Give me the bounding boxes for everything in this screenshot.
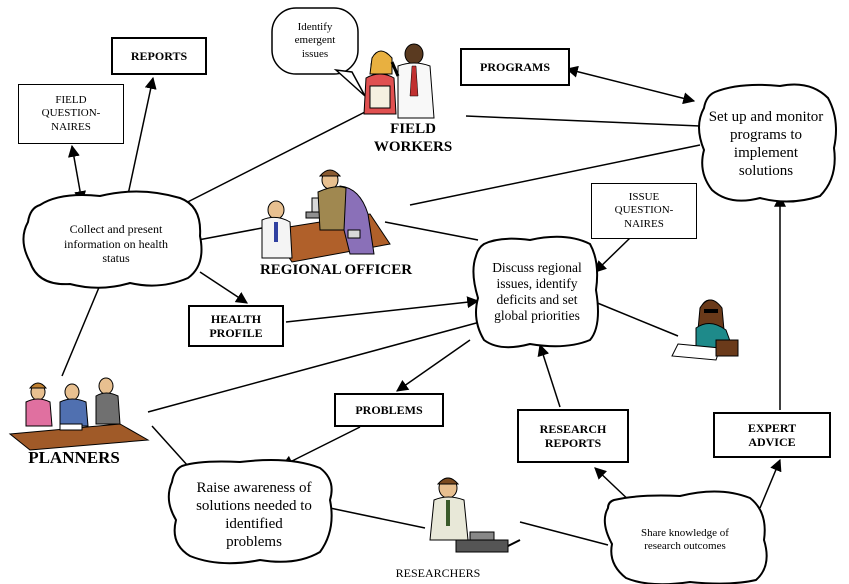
line-discuss-to-woman bbox=[594, 301, 679, 337]
discuss-regional-text: Discuss regional issues, identify defici… bbox=[492, 259, 582, 324]
health-profile-box: HEALTH PROFILE bbox=[188, 305, 284, 347]
line-regional-to-discuss bbox=[384, 221, 479, 241]
regional-officer-figure bbox=[261, 169, 391, 263]
planners-figure bbox=[8, 377, 150, 451]
cloud-setup-programs bbox=[698, 83, 837, 203]
cloud-discuss-regional bbox=[472, 235, 599, 349]
issue-questionnaires-box: ISSUE QUESTION- NAIRES bbox=[591, 183, 697, 239]
cloud-raise-awareness bbox=[167, 459, 333, 565]
woman-writing-figure bbox=[671, 299, 739, 361]
planners-label: PLANNERS bbox=[28, 448, 120, 467]
identify-issues-text: Identify emergent issues bbox=[294, 21, 336, 60]
cloud-share-knowledge bbox=[603, 490, 768, 584]
arrow-health-to-discuss bbox=[285, 296, 480, 323]
field-workers-figure bbox=[363, 43, 435, 119]
expert-advice-box: EXPERT ADVICE bbox=[713, 412, 831, 458]
field-workers-label: FIELD WORKERS bbox=[373, 121, 453, 155]
share-knowledge-text: Share knowledge of research outcomes bbox=[641, 526, 729, 552]
arrow-issue-to-discuss bbox=[594, 237, 631, 273]
cloud-collect-info bbox=[22, 190, 203, 289]
arrow-problems-to-raise bbox=[280, 426, 361, 467]
line-raise-to-researcher bbox=[329, 507, 426, 529]
arrow-research-to-discuss bbox=[537, 343, 561, 408]
arrow-collect-to-health bbox=[199, 271, 249, 304]
arrow-reports bbox=[122, 76, 157, 206]
researchers-label: RESEARCHERS bbox=[395, 566, 481, 580]
researcher-figure bbox=[429, 477, 521, 553]
line-field-to-setup bbox=[465, 115, 701, 127]
line-collect-to-planners bbox=[61, 284, 101, 377]
programs-box: PROGRAMS bbox=[460, 48, 570, 86]
line-planners-to-discuss bbox=[147, 321, 481, 413]
line-collect-to-regional bbox=[197, 227, 263, 241]
arrow-field-questionnaires bbox=[67, 144, 87, 204]
field-questionnaires-box: FIELD QUESTION- NAIRES bbox=[18, 84, 124, 144]
reports-box: REPORTS bbox=[111, 37, 207, 75]
line-collect-to-field bbox=[161, 111, 366, 216]
line-planners-to-raise bbox=[151, 425, 189, 467]
problems-box: PROBLEMS bbox=[334, 393, 444, 427]
line-regional-to-setup bbox=[409, 144, 701, 206]
arrow-programs bbox=[565, 65, 696, 105]
setup-programs-text: Set up and monitor programs to implement… bbox=[708, 109, 824, 179]
speech-bubble bbox=[271, 7, 359, 75]
arrow-share-to-expert bbox=[759, 458, 782, 509]
regional-officer-label: REGIONAL OFFICER bbox=[259, 262, 413, 278]
speech-bubble-tail bbox=[333, 68, 366, 97]
line-researcher-to-share bbox=[519, 521, 609, 546]
research-reports-box: RESEARCH REPORTS bbox=[517, 409, 629, 463]
arrow-discuss-to-problems bbox=[396, 339, 471, 392]
collect-info-text: Collect and present information on healt… bbox=[64, 222, 168, 266]
raise-awareness-text: Raise awareness of solutions needed to i… bbox=[196, 480, 312, 550]
